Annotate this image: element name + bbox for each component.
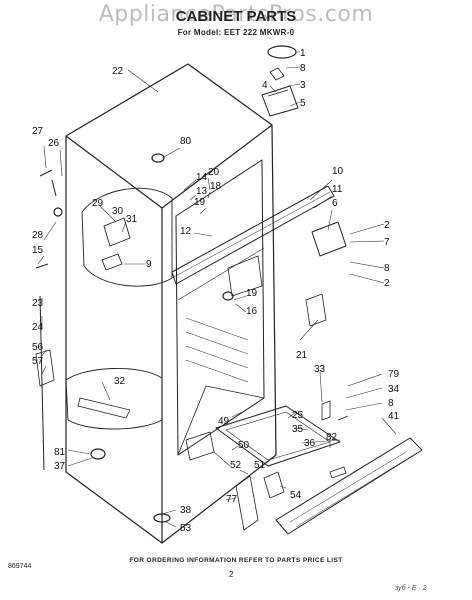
part-label-28: 28 (32, 230, 44, 241)
part-label-19: 19 (194, 197, 206, 208)
divider-rail (171, 185, 335, 285)
cabinet-top-edge (161, 124, 273, 209)
part-label-9: 9 (146, 259, 152, 270)
top-hinge (261, 85, 299, 117)
diagram-title: CABINET PARTS (175, 8, 297, 25)
part-label-8b: 8 (384, 263, 390, 274)
part-label-7: 7 (384, 237, 390, 248)
base-grille (275, 437, 423, 535)
part-label-2: 2 (384, 220, 390, 231)
part-label-57: 57 (32, 356, 44, 367)
part-label-22: 22 (112, 66, 124, 77)
part-label-56: 56 (32, 342, 44, 353)
part-label-6: 6 (332, 198, 338, 209)
part-label-20: 20 (208, 167, 220, 178)
part-label-11: 11 (332, 184, 343, 195)
part-label-37: 37 (54, 461, 66, 472)
figure-id: 869744 (8, 563, 32, 570)
side-strip (39, 295, 45, 471)
part-label-81: 81 (54, 447, 66, 458)
detail-bubble-upper (81, 187, 173, 287)
part-label-1: 1 (300, 48, 306, 59)
part-label-50: 50 (238, 440, 250, 451)
part-label-21: 21 (296, 350, 308, 361)
part-label-4: 4 (262, 80, 268, 91)
part-label-53: 53 (180, 523, 192, 534)
inner-floor (177, 385, 265, 456)
part-label-79: 79 (388, 369, 400, 380)
part-label-14: 14 (196, 172, 208, 183)
part-label-29: 29 (92, 198, 104, 209)
part-label-5: 5 (300, 98, 306, 109)
part-label-2b: 2 (384, 278, 390, 289)
part-label-41: 41 (388, 411, 400, 422)
part-label-77: 77 (226, 494, 238, 505)
detail-bubble-lower (65, 368, 163, 430)
part-label-26: 26 (48, 138, 60, 149)
part-label-38: 38 (180, 505, 192, 516)
model-subtitle: For Model: EET 222 MKWR-0 (177, 28, 295, 37)
hinge-cap (267, 45, 297, 59)
part-label-54: 54 (290, 490, 302, 501)
part-label-12: 12 (180, 226, 192, 237)
part-label-30: 30 (112, 206, 124, 217)
part-label-3: 3 (300, 80, 306, 91)
center-hinge (311, 221, 347, 257)
part-label-19b: 19 (246, 288, 258, 299)
page-code: зуб - Е · 2 (395, 585, 427, 592)
part-label-13: 13 (196, 186, 208, 197)
ordering-note: FOR ORDERING INFORMATION REFER TO PARTS … (129, 557, 343, 564)
part-label-36: 36 (304, 438, 316, 449)
part-label-15: 15 (32, 245, 44, 256)
part-label-16: 16 (246, 306, 258, 317)
part-label-8: 8 (300, 63, 306, 74)
part-label-35: 35 (292, 424, 304, 435)
part-label-52: 52 (230, 460, 242, 471)
cabinet-outer-shell (65, 63, 277, 544)
part-label-18: 18 (210, 181, 222, 192)
part-label-82: 82 (326, 432, 338, 443)
drain-pan (215, 405, 341, 467)
watermark: AppliancePartsPros.com (98, 2, 374, 27)
part-label-33: 33 (314, 364, 326, 375)
part-label-51: 51 (254, 460, 266, 471)
part-label-24: 24 (32, 322, 44, 333)
part-label-8c: 8 (388, 398, 394, 409)
part-label-32: 32 (114, 376, 126, 387)
part-label-25: 25 (292, 410, 304, 421)
part-label-23: 23 (32, 298, 44, 309)
part-label-31: 31 (126, 214, 138, 225)
part-label-80: 80 (180, 136, 192, 147)
part-label-27: 27 (32, 126, 44, 137)
part-label-10: 10 (332, 166, 344, 177)
part-label-49: 49 (218, 416, 230, 427)
page-number: 2 (229, 570, 234, 579)
part-label-34: 34 (388, 384, 400, 395)
